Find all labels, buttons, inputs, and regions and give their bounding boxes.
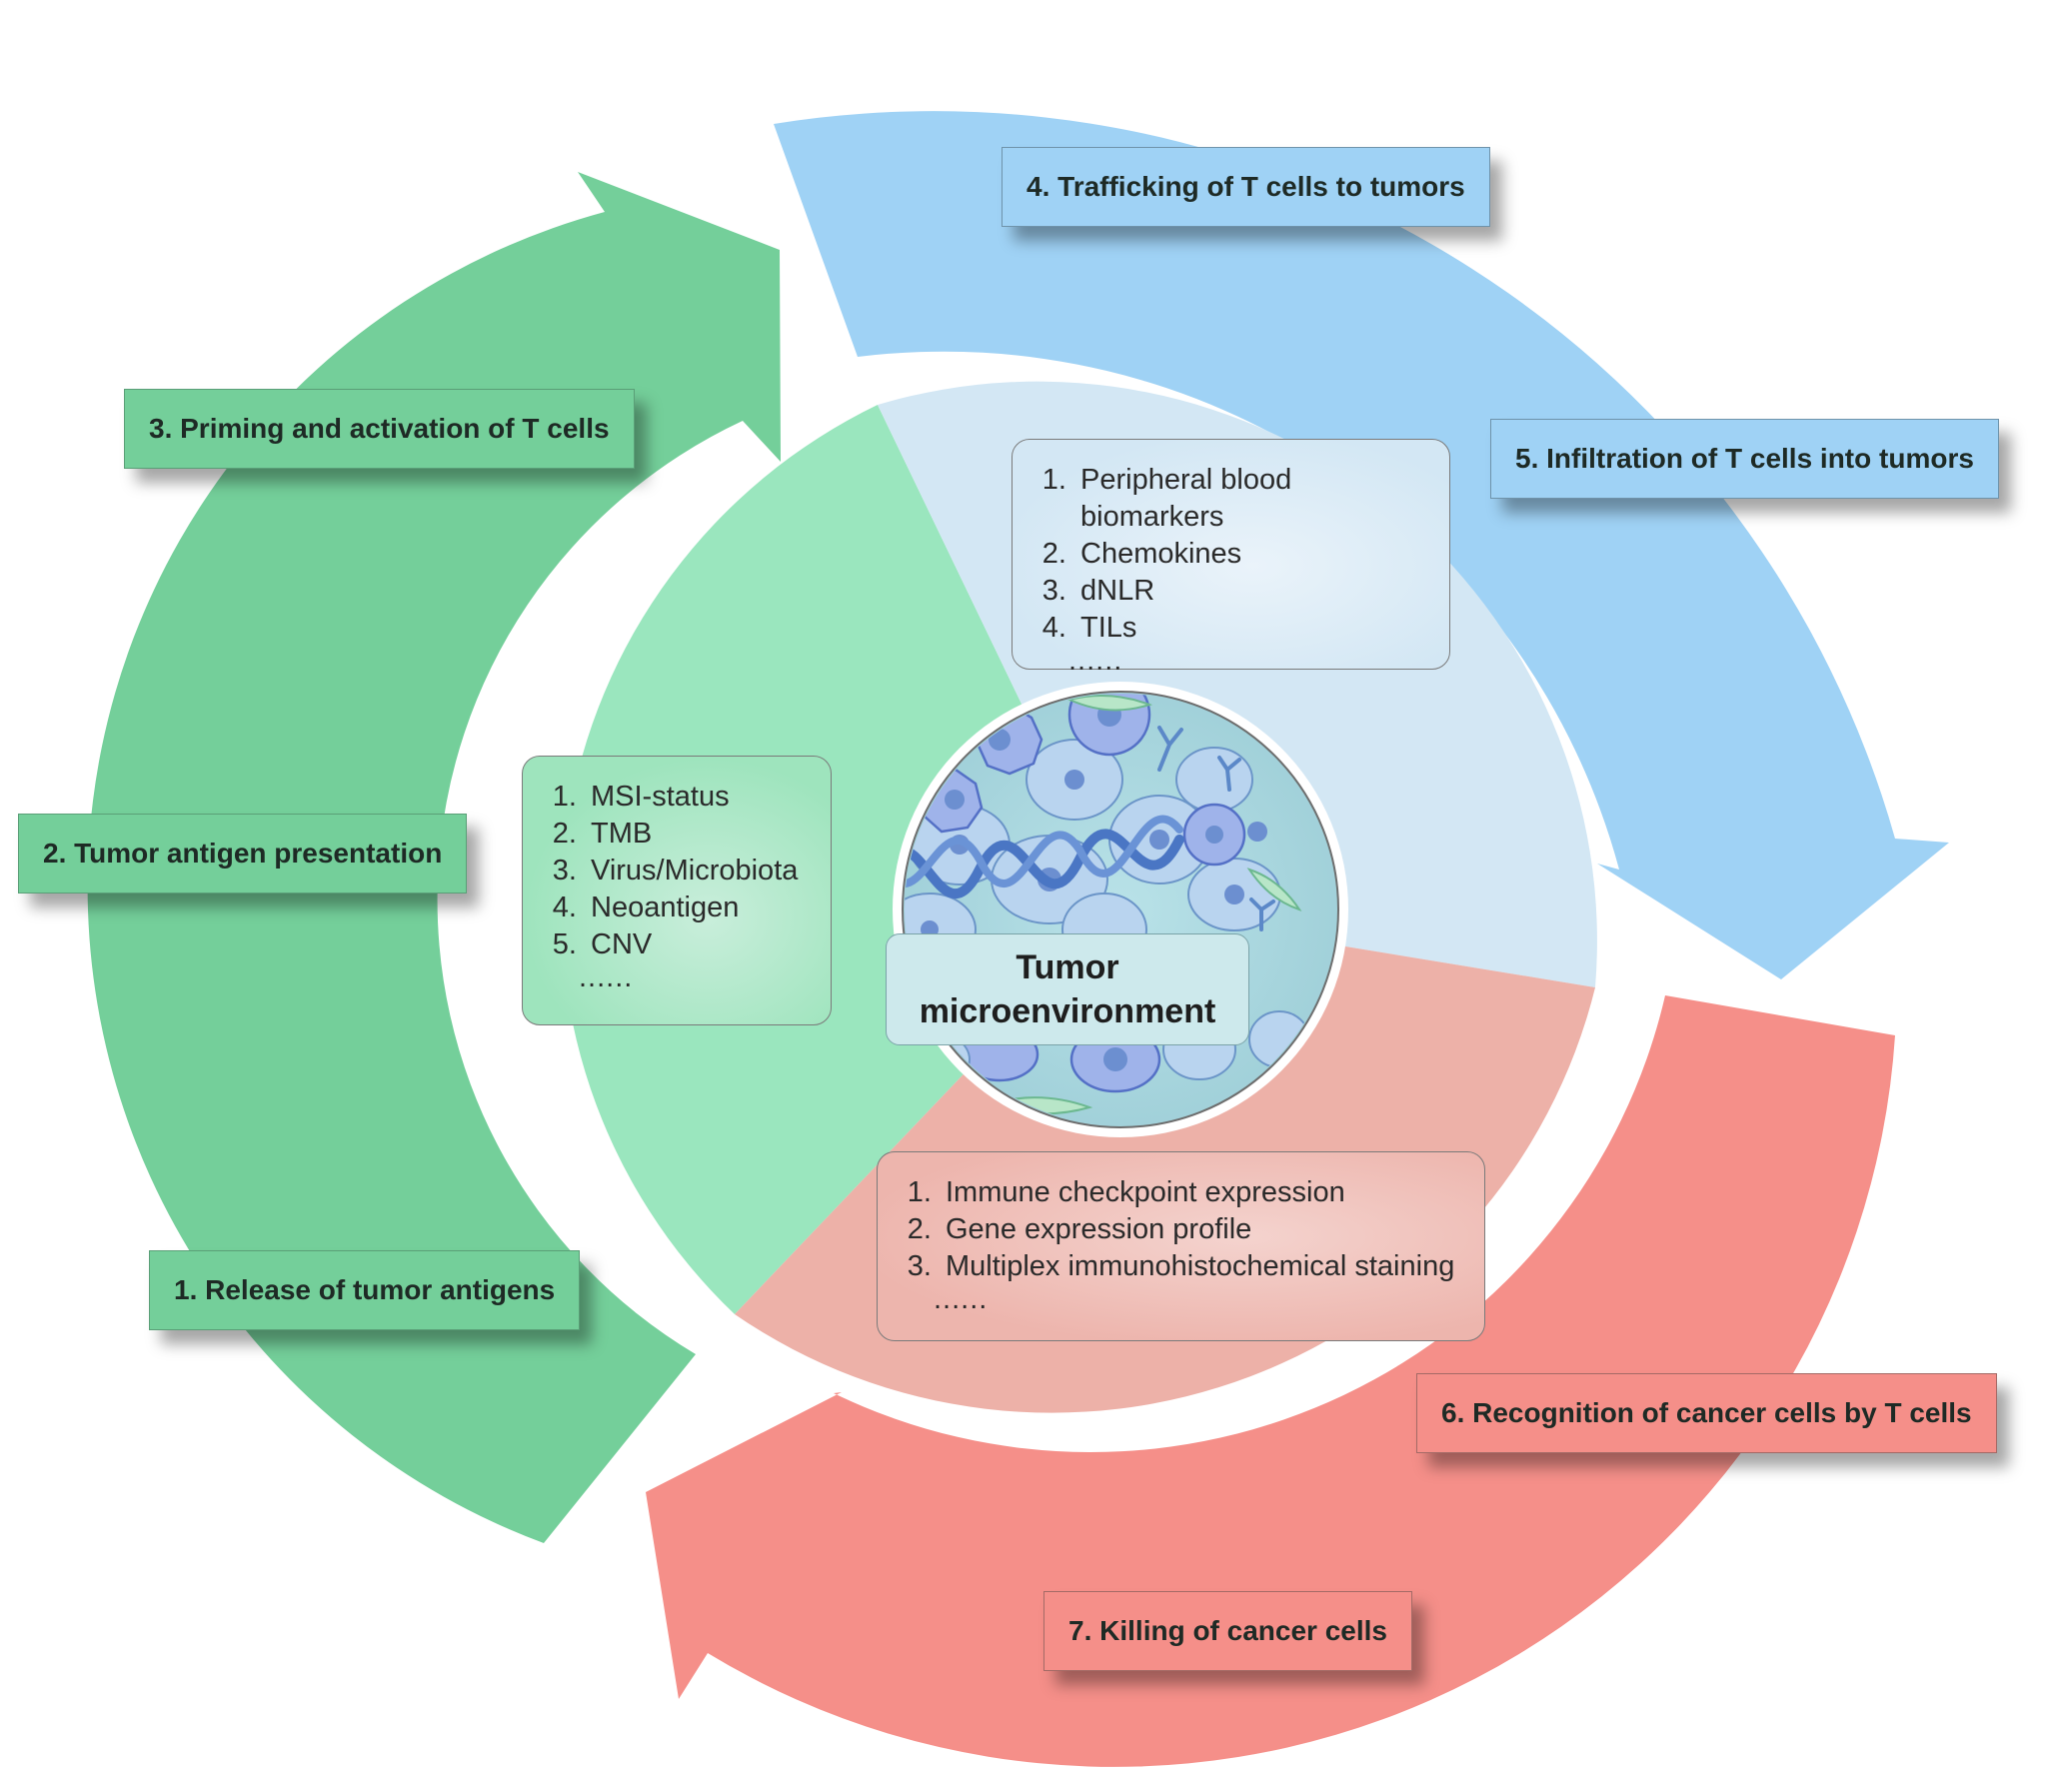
dna-helix — [905, 815, 1184, 899]
list-item: Neoantigen — [585, 890, 809, 926]
step-6-label: 6. Recognition of cancer cells by T cell… — [1416, 1373, 1997, 1453]
center-label-line2: microenvironment — [919, 992, 1216, 1030]
blood-biomarker-list: Peripheral blood biomarkers Chemokines d… — [1040, 462, 1427, 647]
green-sector — [561, 405, 1120, 1314]
list-item: Chemokines — [1074, 536, 1427, 573]
list-ellipsis: ...... — [579, 961, 634, 993]
fibroblast-cells — [986, 695, 1302, 1115]
list-item: Virus/Microbiota — [585, 853, 809, 890]
step-7-label: 7. Killing of cancer cells — [1043, 1591, 1413, 1671]
step-2-label: 2. Tumor antigen presentation — [18, 814, 468, 894]
step-1-label: 1. Release of tumor antigens — [149, 1250, 581, 1330]
tissue-biomarker-list: Immune checkpoint expression Gene expres… — [906, 1174, 1462, 1285]
list-item: Gene expression profile — [940, 1211, 1462, 1248]
red-cycle-arrow — [646, 995, 1895, 1767]
list-item: TILs — [1074, 610, 1427, 647]
blue-cycle-arrow — [774, 111, 1949, 980]
tumor-microenvironment-label: Tumor microenvironment — [886, 933, 1249, 1045]
step-4-label: 4. Trafficking of T cells to tumors — [1002, 147, 1490, 227]
list-item: TMB — [585, 816, 809, 853]
step-3-label: 3. Priming and activation of T cells — [124, 389, 635, 469]
list-item: Multiplex immunohistochemical staining — [940, 1248, 1462, 1285]
tumor-biomarker-card: MSI-status TMB Virus/Microbiota Neoantig… — [522, 756, 832, 1025]
list-item: dNLR — [1074, 573, 1427, 610]
list-item: MSI-status — [585, 779, 809, 816]
list-item: CNV — [585, 926, 809, 963]
blood-biomarker-card: Peripheral blood biomarkers Chemokines d… — [1012, 439, 1450, 677]
list-item: Peripheral blood biomarkers — [1074, 462, 1427, 536]
center-label-line1: Tumor — [1016, 948, 1119, 986]
list-item: Immune checkpoint expression — [940, 1174, 1462, 1211]
tissue-biomarker-card: Immune checkpoint expression Gene expres… — [877, 1151, 1485, 1341]
step-5-label: 5. Infiltration of T cells into tumors — [1490, 419, 1999, 499]
list-ellipsis: ...... — [1068, 645, 1123, 677]
tumor-biomarker-list: MSI-status TMB Virus/Microbiota Neoantig… — [551, 779, 809, 963]
list-ellipsis: ...... — [934, 1283, 989, 1315]
antibody-shapes — [1157, 726, 1275, 931]
